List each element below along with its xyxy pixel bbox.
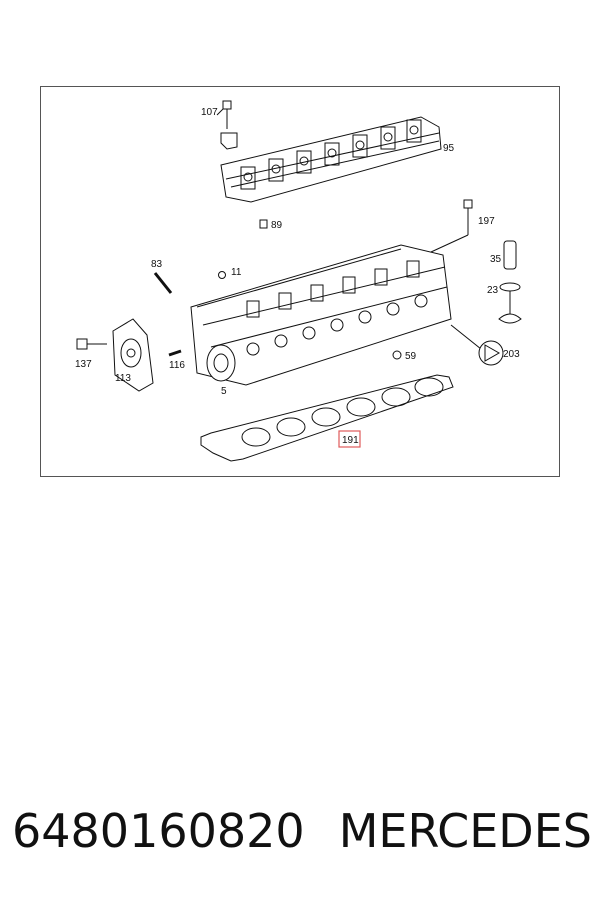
diagram-frame: 107 95 89 197 83 11 35 23 137 113 116 5 … xyxy=(40,86,560,477)
valve-35 xyxy=(503,240,517,270)
label-107: 107 xyxy=(201,107,218,118)
part-89-clip xyxy=(259,219,268,229)
part-number: 6480160820 xyxy=(12,804,305,858)
exploded-parts-diagram: 107 95 89 197 83 11 35 23 137 113 116 5 … xyxy=(75,100,522,462)
label-191: 191 xyxy=(342,435,359,446)
label-5: 5 xyxy=(221,386,227,397)
timing-cover-113 xyxy=(112,318,154,392)
label-89: 89 xyxy=(271,220,283,231)
caption: 6480160820 MERCEDES xyxy=(12,796,592,866)
part-203-seal xyxy=(478,340,504,366)
label-11: 11 xyxy=(231,267,242,278)
rocker-arm-assembly xyxy=(220,116,442,203)
label-197: 197 xyxy=(478,216,495,227)
label-203: 203 xyxy=(503,349,520,360)
ring-59 xyxy=(392,350,402,360)
label-23: 23 xyxy=(487,285,499,296)
bolt-197 xyxy=(430,199,473,253)
label-137: 137 xyxy=(75,359,92,370)
label-83: 83 xyxy=(151,259,163,270)
label-95: 95 xyxy=(443,143,455,154)
stud-83 xyxy=(153,272,173,294)
label-59: 59 xyxy=(405,351,417,362)
pin-116 xyxy=(168,349,182,357)
bolt-107 xyxy=(220,100,238,150)
brand-name: MERCEDES xyxy=(338,804,592,858)
cylinder-head xyxy=(190,244,452,386)
highlight-box-191 xyxy=(338,430,361,448)
bolt-137 xyxy=(76,338,107,350)
label-35: 35 xyxy=(490,254,502,265)
valve-23 xyxy=(498,282,522,324)
label-113: 113 xyxy=(115,373,131,384)
label-116: 116 xyxy=(169,360,185,371)
head-gasket-191 xyxy=(200,374,454,462)
o-ring-11 xyxy=(218,271,226,279)
